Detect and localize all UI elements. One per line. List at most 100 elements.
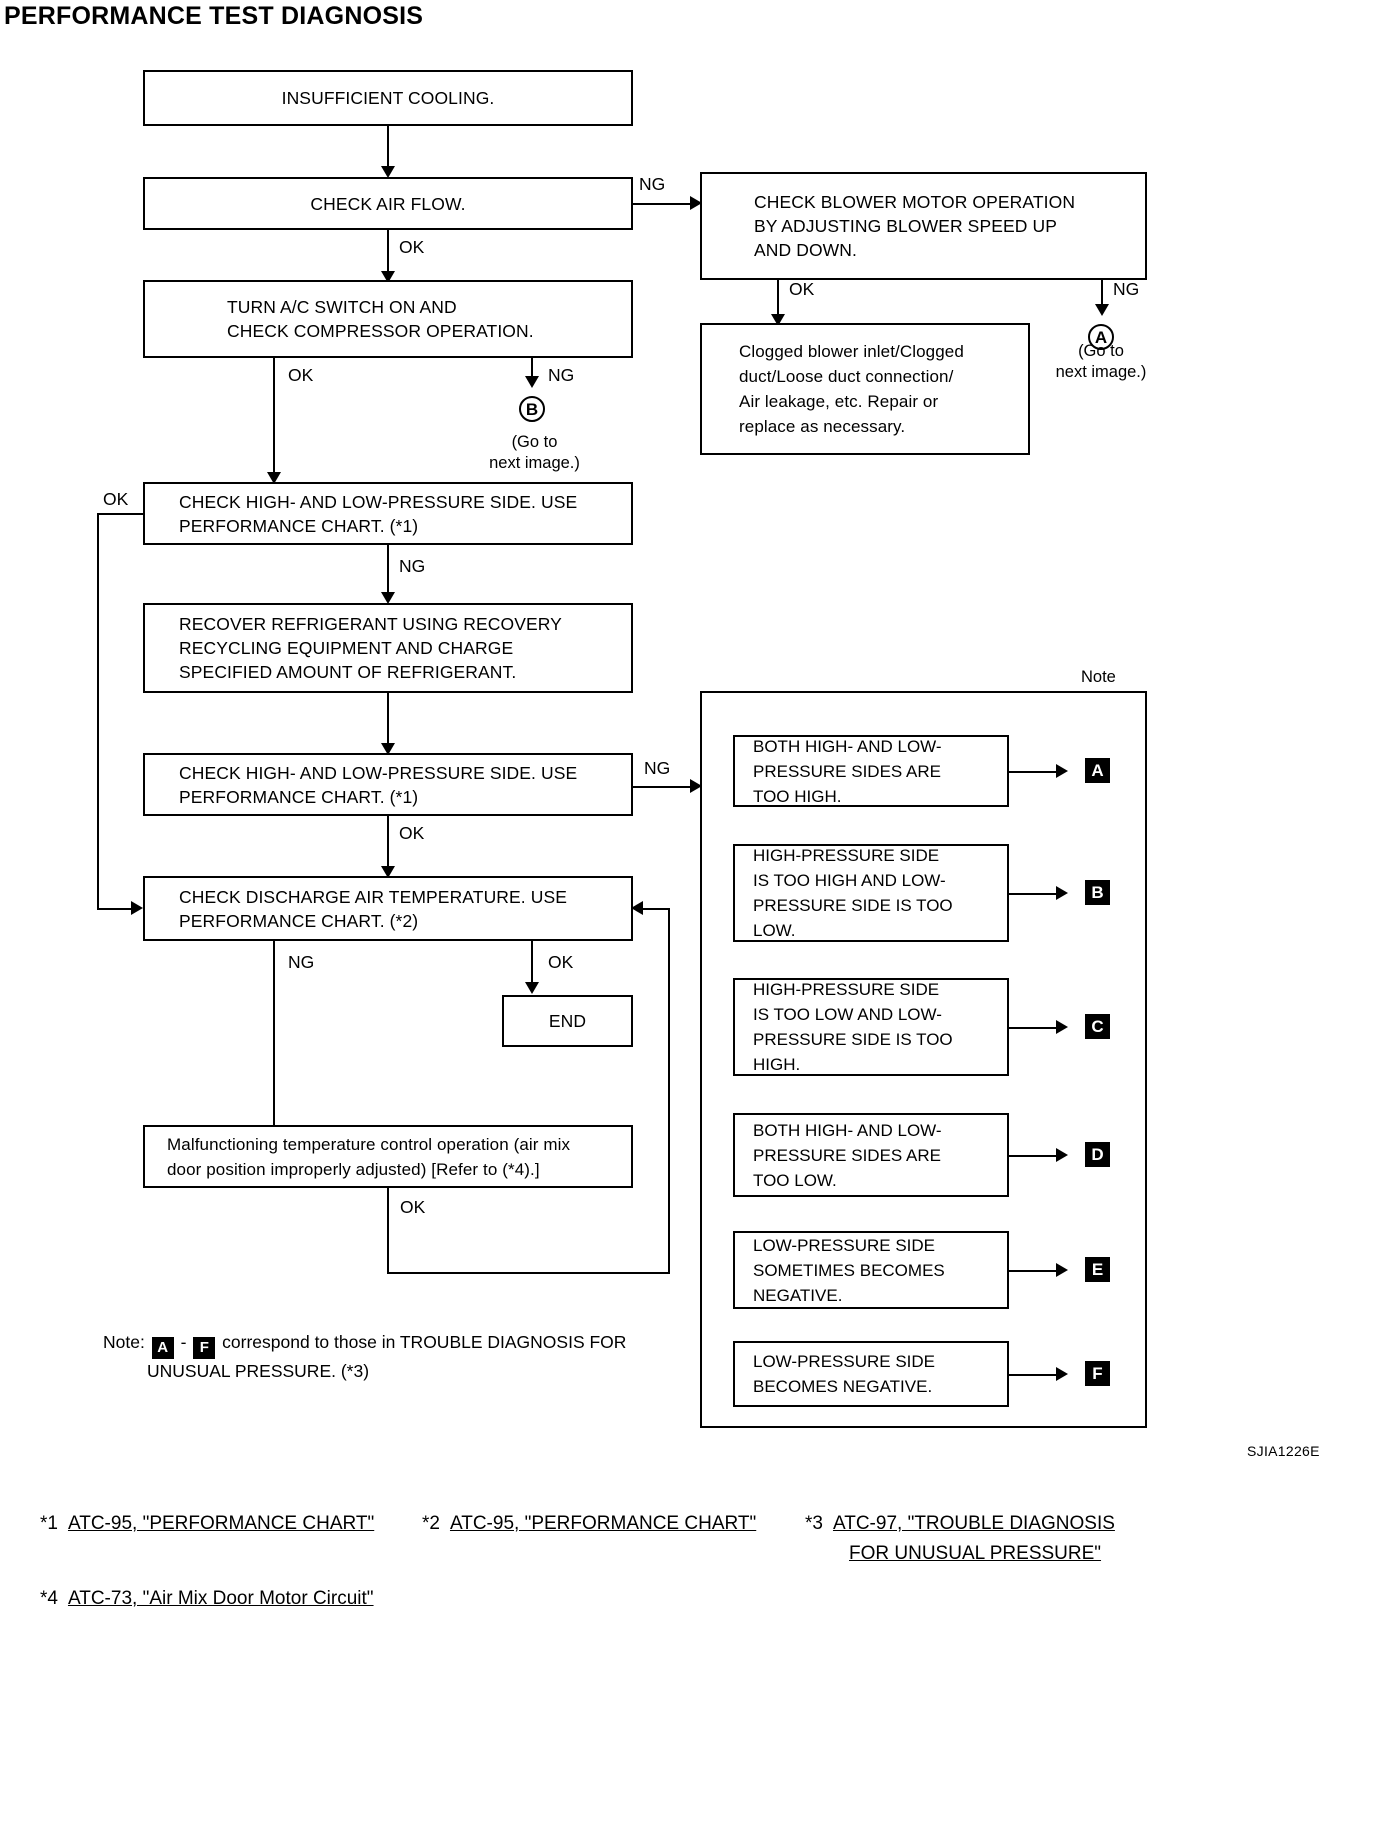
footnote-2: *2 ATC-95, "PERFORMANCE CHART" — [422, 1510, 756, 1537]
connector-line — [1009, 893, 1063, 895]
arrow-down-icon — [381, 166, 395, 178]
branch-label-ok: OK — [400, 1197, 426, 1217]
arrow-left-icon — [631, 901, 643, 915]
arrow-down-icon — [525, 982, 539, 994]
arrow-right-icon — [1056, 886, 1068, 900]
arrow-right-icon — [1056, 1020, 1068, 1034]
note-item-box: BOTH HIGH- AND LOW- PRESSURE SIDES ARE T… — [733, 735, 1009, 807]
note-panel-label: Note — [1081, 668, 1116, 686]
branch-label-ng: NG — [639, 174, 666, 194]
branch-label-ng: NG — [288, 952, 315, 972]
footnote-reference[interactable]: ATC-95, "PERFORMANCE CHART" — [449, 1513, 757, 1534]
badge-a-inline: A — [151, 1336, 174, 1359]
footnote-reference[interactable]: ATC-73, "Air Mix Door Motor Circuit" — [67, 1588, 374, 1609]
footnote-number: *2 — [422, 1513, 440, 1534]
connector-line — [1009, 1027, 1063, 1029]
badge-d: D — [1085, 1142, 1110, 1167]
branch-label-ok: OK — [288, 365, 314, 385]
branch-label-ok: OK — [399, 823, 425, 843]
connector-line — [387, 230, 389, 279]
connector-line — [1101, 280, 1103, 312]
footnote-3: *3 ATC-97, "TROUBLE DIAGNOSIS — [805, 1510, 1115, 1537]
note-line1-tail: correspond to those in TROUBLE DIAGNOSIS… — [222, 1332, 627, 1352]
connector-line — [387, 693, 389, 751]
arrow-down-icon — [381, 866, 395, 878]
box-end: END — [502, 995, 633, 1047]
figure-code: SJIA1226E — [1247, 1443, 1320, 1459]
connector-line — [1009, 1270, 1063, 1272]
connector-line — [387, 816, 389, 874]
connector-line — [668, 908, 670, 1274]
note-correspond: Note: A - F correspond to those in TROUB… — [103, 1330, 723, 1384]
box-check-blower-motor: CHECK BLOWER MOTOR OPERATION BY ADJUSTIN… — [700, 172, 1147, 280]
note-dash: - — [180, 1332, 187, 1352]
badge-e: E — [1085, 1257, 1110, 1282]
connector-line — [1009, 1374, 1063, 1376]
badge-f: F — [1085, 1361, 1110, 1386]
connector-line — [631, 786, 697, 788]
box-check-air-flow: CHECK AIR FLOW. — [143, 177, 633, 230]
note-item-box: LOW-PRESSURE SIDE SOMETIMES BECOMES NEGA… — [733, 1231, 1009, 1309]
connector-line — [1009, 771, 1063, 773]
branch-label-ok: OK — [103, 489, 129, 509]
goto-next-image-b: (Go to next image.) — [489, 433, 580, 472]
branch-label-ng: NG — [644, 758, 671, 778]
connector-line — [273, 941, 275, 1134]
footnote-3-cont: FOR UNUSUAL PRESSURE" — [849, 1540, 1101, 1567]
connector-line — [387, 1272, 670, 1274]
connector-line — [531, 941, 533, 990]
connector-line — [531, 358, 533, 384]
footnote-reference[interactable]: ATC-97, "TROUBLE DIAGNOSIS — [832, 1513, 1115, 1534]
connector-line — [637, 908, 670, 910]
connector-line — [273, 358, 275, 480]
connector-line — [1009, 1155, 1063, 1157]
footnote-number: *3 — [805, 1513, 823, 1534]
arrow-right-icon — [690, 196, 702, 210]
arrow-down-icon — [525, 376, 539, 388]
footnote-4: *4 ATC-73, "Air Mix Door Motor Circuit" — [40, 1585, 374, 1612]
box-turn-ac-switch: TURN A/C SWITCH ON AND CHECK COMPRESSOR … — [143, 280, 633, 358]
box-recover-refrigerant: RECOVER REFRIGERANT USING RECOVERY RECYC… — [143, 603, 633, 693]
connector-line — [97, 513, 144, 515]
badge-b: B — [1085, 880, 1110, 905]
footnote-number: *4 — [40, 1588, 58, 1609]
branch-label-ok: OK — [789, 279, 815, 299]
branch-label-ok: OK — [399, 237, 425, 257]
connector-line — [631, 203, 697, 205]
arrow-down-icon — [1095, 304, 1109, 316]
arrow-right-icon — [1056, 764, 1068, 778]
connector-circle-a: A — [1088, 324, 1114, 350]
footnote-reference[interactable]: FOR UNUSUAL PRESSURE" — [849, 1543, 1102, 1564]
connector-line — [387, 1188, 389, 1274]
note-item-box: LOW-PRESSURE SIDE BECOMES NEGATIVE. — [733, 1341, 1009, 1407]
box-check-pressure-1: CHECK HIGH- AND LOW-PRESSURE SIDE. USE P… — [143, 482, 633, 545]
arrow-right-icon — [131, 901, 143, 915]
note-item-box: HIGH-PRESSURE SIDE IS TOO LOW AND LOW- P… — [733, 978, 1009, 1076]
connector-line — [387, 126, 389, 174]
footnote-reference[interactable]: ATC-95, "PERFORMANCE CHART" — [67, 1513, 375, 1534]
connector-line — [777, 280, 779, 322]
arrow-down-icon — [381, 743, 395, 755]
arrow-right-icon — [1056, 1148, 1068, 1162]
connector-line — [97, 513, 99, 909]
note-item-box: HIGH-PRESSURE SIDE IS TOO HIGH AND LOW- … — [733, 844, 1009, 942]
branch-label-ng: NG — [548, 365, 575, 385]
box-check-discharge-temp: CHECK DISCHARGE AIR TEMPERATURE. USE PER… — [143, 876, 633, 941]
note-prefix: Note: — [103, 1332, 145, 1352]
arrow-right-icon — [1056, 1367, 1068, 1381]
box-check-pressure-2: CHECK HIGH- AND LOW-PRESSURE SIDE. USE P… — [143, 753, 633, 816]
note-item-box: BOTH HIGH- AND LOW- PRESSURE SIDES ARE T… — [733, 1113, 1009, 1197]
badge-a: A — [1085, 758, 1110, 783]
footnote-number: *1 — [40, 1513, 58, 1534]
connector-line — [387, 545, 389, 600]
arrow-right-icon — [690, 779, 702, 793]
branch-label-ok: OK — [548, 952, 574, 972]
box-clogged-blower: Clogged blower inlet/Clogged duct/Loose … — [700, 323, 1030, 455]
badge-f-inline: F — [193, 1336, 216, 1359]
badge-c: C — [1085, 1014, 1110, 1039]
branch-label-ng: NG — [1113, 279, 1140, 299]
connector-circle-b: B — [519, 396, 545, 422]
note-panel-frame — [700, 691, 1147, 1428]
box-insufficient-cooling: INSUFFICIENT COOLING. — [143, 70, 633, 126]
